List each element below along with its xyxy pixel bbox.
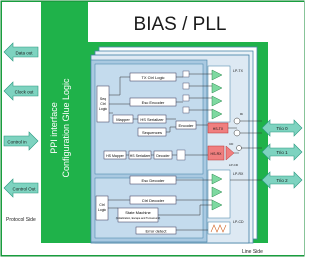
svg-text:HS Serializer: HS Serializer [130,154,151,158]
trio-0-arrow: Trio 0 [261,119,303,137]
cd-comparator [225,145,235,161]
tx-mux-1 [182,70,190,78]
lp-tx-area [207,65,231,123]
cd-label: CD [229,142,234,146]
svg-text:Control in: Control in [7,140,27,145]
lp-rx-receiver-1 [211,173,223,185]
protocol-side-label-area [2,225,41,255]
bias-pll-block-diagram: BIAS / PLL PPI interface Configuration G… [0,0,305,257]
protocol-side-label: Protocol Side [6,217,36,223]
tx-mux-3 [182,94,190,102]
svg-text:(Initialization, Escape and Tu: (Initialization, Escape and Turnaround) [116,216,161,220]
control-in-arrow: Control in [3,131,39,151]
lp-rx-area [207,169,231,219]
line-side-label: Line Side [242,249,263,255]
trio-2-arrow: Trio 2 [261,171,303,189]
svg-text:HS Serializer: HS Serializer [140,117,164,122]
hs-rx-block [207,145,225,161]
clock-out-arrow: Clock out [3,81,39,101]
svg-text:Ctrl: Ctrl [100,102,106,106]
ctrl-logic-rx-block: Ctrl Logic [95,195,109,221]
svg-text:Trio 0: Trio 0 [276,126,288,131]
seq-ctrl-logic-block: Seq Ctrl Logic [96,85,110,123]
svg-text:Esc Encoder: Esc Encoder [142,100,165,105]
line-side-label-area [41,243,268,255]
term-tx-1 [233,117,241,125]
lp-rx-top-label: LP-CD [229,163,239,167]
lp-tx-driver-4 [211,108,223,120]
lp-rx-receiver-2 [211,186,223,198]
hs-mapper-block: HS Mapper [103,150,127,160]
lp-cd-label: LP-CD [233,220,244,224]
bias-pll-title: BIAS / PLL [134,14,227,35]
encoder-block: Encoder [175,120,197,130]
svg-text:State Machine: State Machine [125,210,151,215]
lp-cd-waveform [210,224,227,233]
lp-tx-label: LP-TX [233,69,244,73]
enc-encoder-block: Esc Encoder [129,97,177,107]
control-out-arrow: Control Out [3,178,39,198]
svg-text:TX Ctrl Logic: TX Ctrl Logic [141,75,164,80]
svg-text:Ctrl Decoder: Ctrl Decoder [142,198,165,203]
mapper-block: Mapper [112,114,134,124]
svg-text:Sequences: Sequences [142,130,162,135]
svg-text:Logic: Logic [98,208,107,212]
hs-tx-label: HS-TX [213,127,224,131]
ctrl-decoder-block: Ctrl Decoder [129,195,177,205]
hs-rx-label: HS-RX [211,152,223,156]
term-rx-1 [236,145,242,151]
tx-mux-4 [182,106,190,114]
data-out-arrow: Data out [3,42,39,62]
svg-text:Error detect: Error detect [146,229,168,234]
ppi-interface-label: PPI interface [49,102,59,154]
trio-1-arrow: Trio 1 [261,143,303,161]
lp-tx-driver-2 [211,82,223,94]
error-detect-block: Error detect [135,226,177,235]
svg-text:Ctrl: Ctrl [99,203,105,207]
lp-tx-driver-1 [211,69,223,81]
svg-text:Trio 1: Trio 1 [276,150,288,155]
decoder-block: Decoder [153,150,173,160]
lp-rx-label: LP-RX [233,172,244,176]
svg-text:Decoder: Decoder [156,154,170,158]
term-tx-2 [233,129,241,137]
svg-text:Mapper: Mapper [116,117,130,122]
hs-serializer-rx-block: HS Serializer [128,150,152,160]
tx-ctrl-logic-block: TX Ctrl Logic [129,72,177,82]
lane-wiring [108,73,239,231]
svg-text:HS Mapper: HS Mapper [106,154,125,158]
svg-text:Data out: Data out [15,51,33,56]
state-machine-block: State Machine (Initialization, Escape an… [116,207,161,223]
svg-text:Encoder: Encoder [179,123,195,128]
svg-text:Logic: Logic [99,107,108,111]
rt-tx-label: Rt [240,112,243,116]
pad-wiring [230,120,262,181]
bias-pll-banner [88,2,268,42]
rx-latch [176,149,186,161]
esc-decoder-block: Esc Decoder [129,175,177,185]
svg-text:Clock out: Clock out [15,90,35,95]
diagram-canvas: BIAS / PLL PPI interface Configuration G… [0,0,305,257]
svg-text:Trio 2: Trio 2 [276,178,288,183]
lp-tx-driver-3 [211,95,223,107]
svg-text:Esc Decoder: Esc Decoder [142,178,166,183]
sequences-block: Sequences [137,127,167,137]
svg-text:Seq: Seq [100,97,106,101]
svg-text:Control Out: Control Out [12,187,36,192]
hs-serializer-block: HS Serializer [137,114,167,124]
config-glue-logic-label: Configuration Glue Logic [61,78,71,178]
tx-mux-2 [182,82,190,90]
